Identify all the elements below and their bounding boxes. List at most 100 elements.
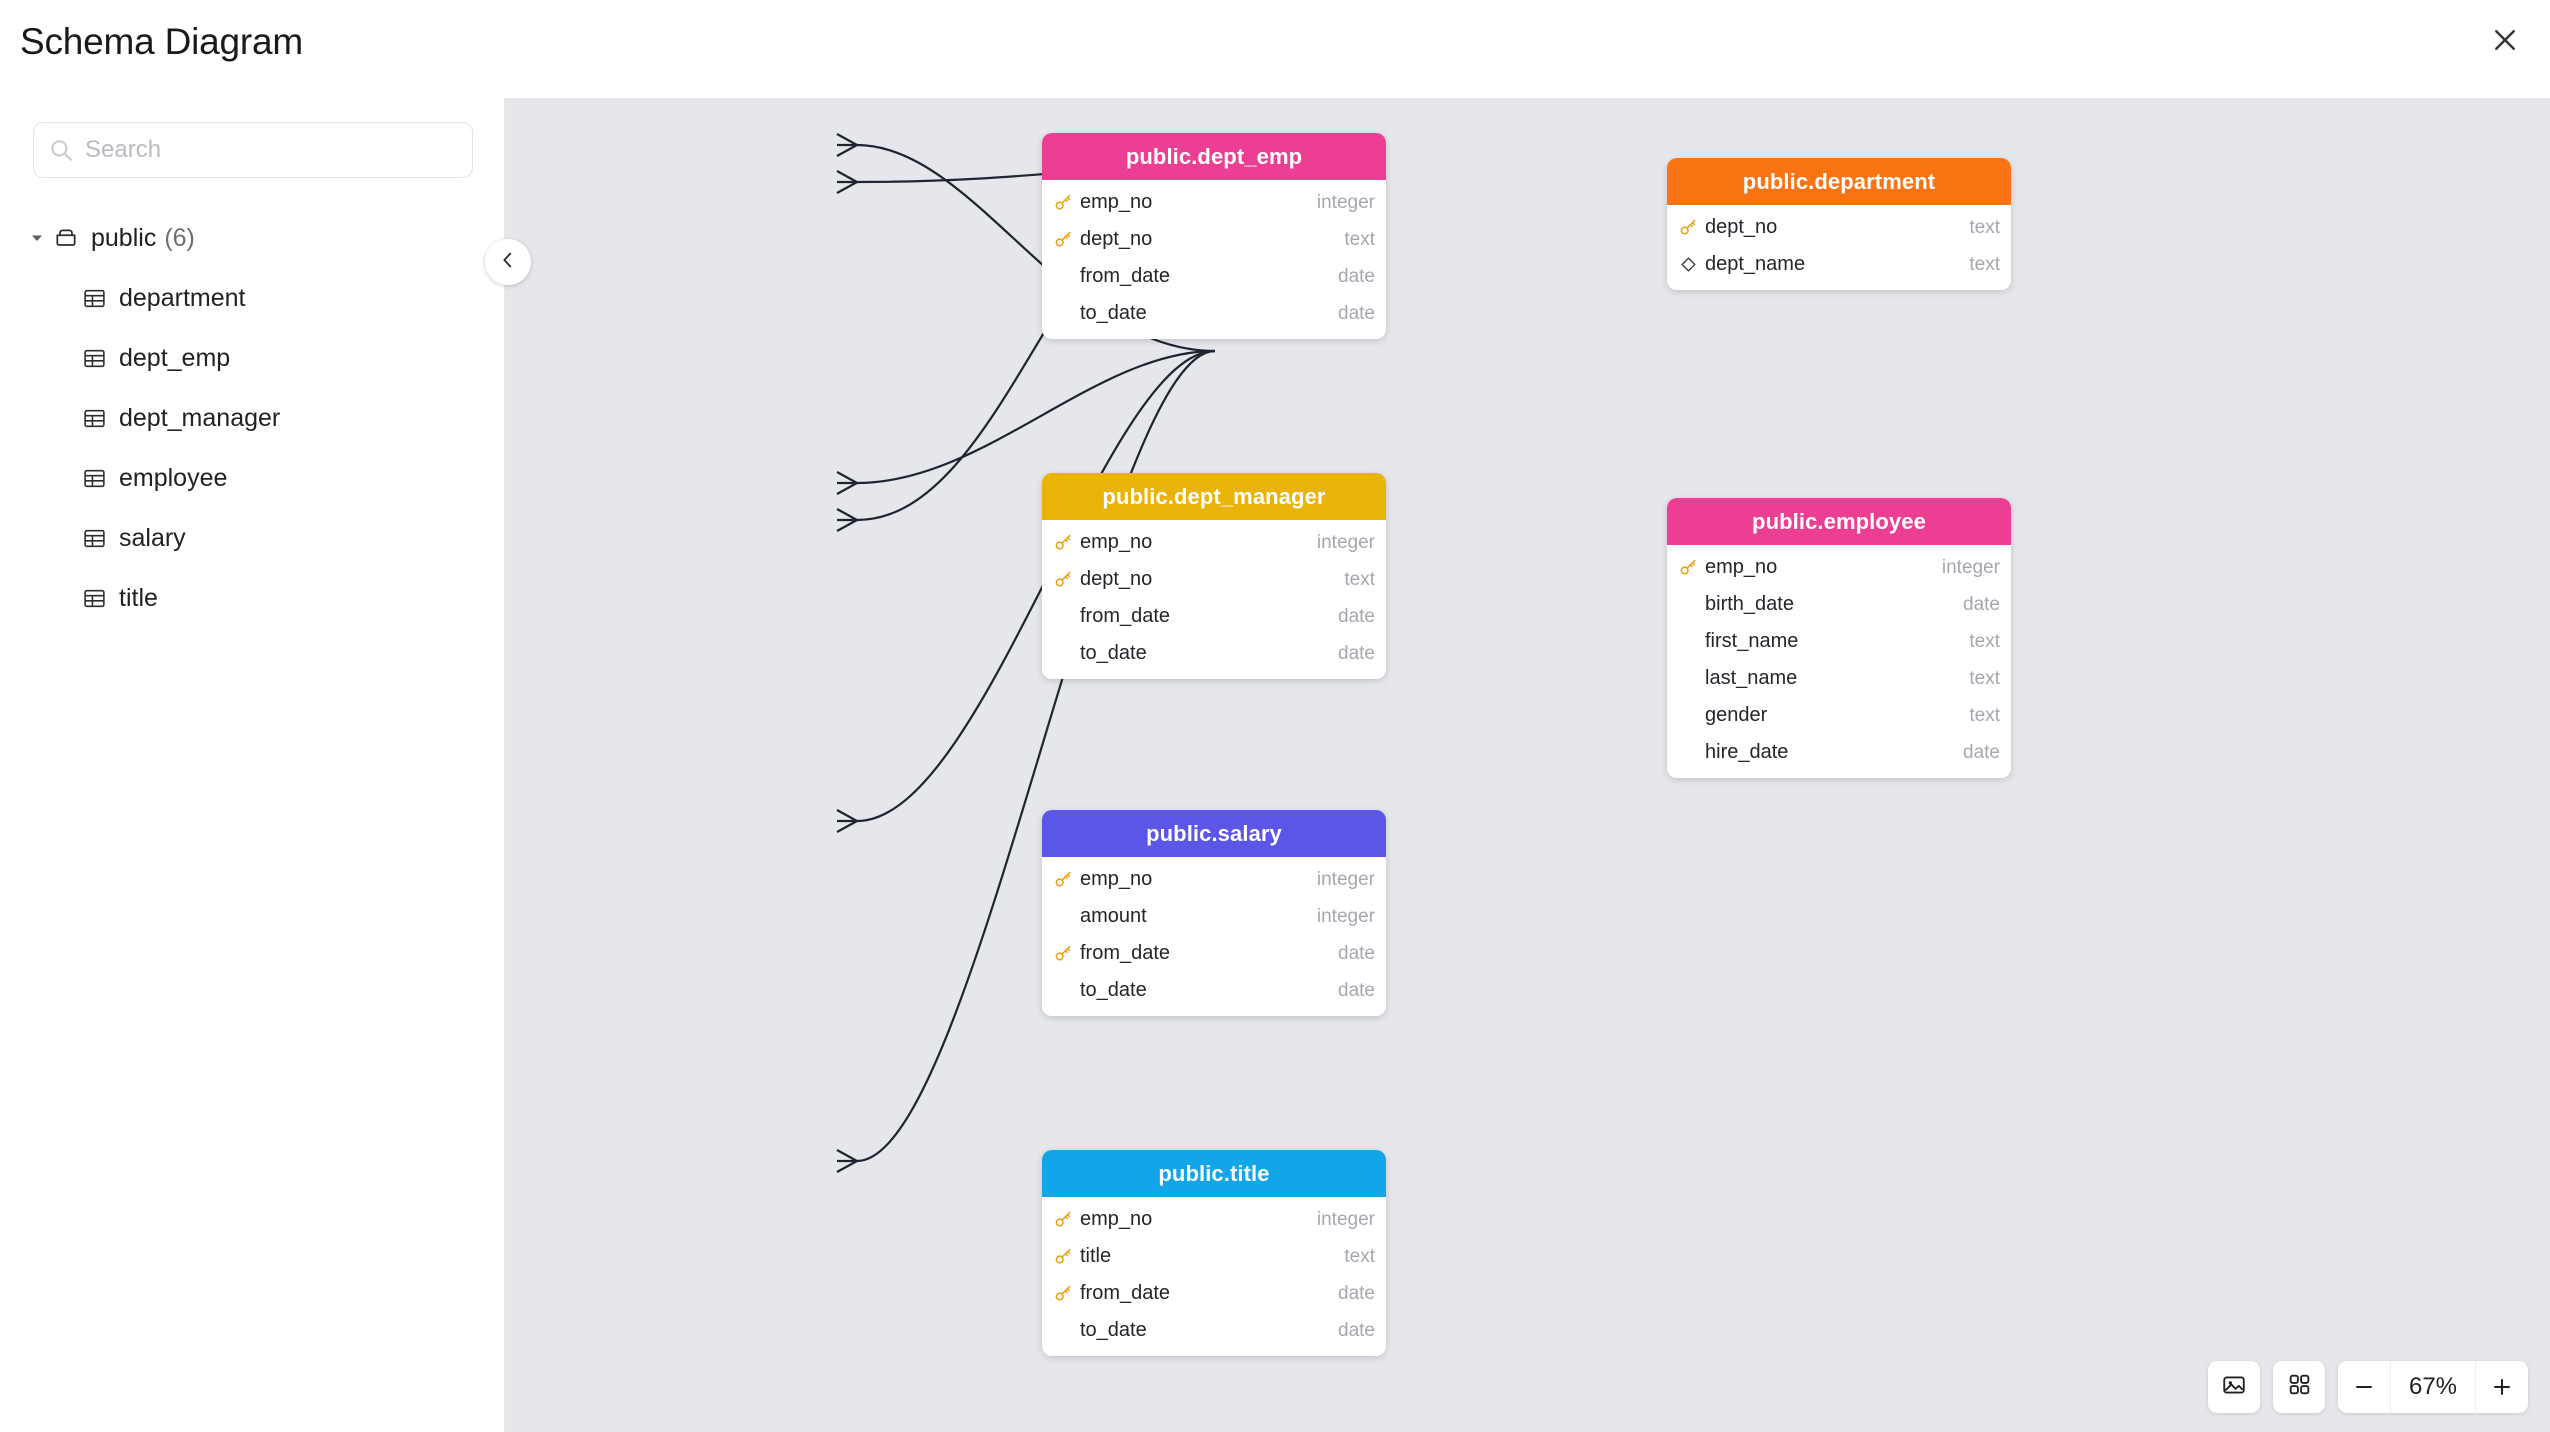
layout-grid-button[interactable] bbox=[2273, 1361, 2325, 1413]
sidebar-item-label: department bbox=[119, 283, 246, 312]
column-name: emp_no bbox=[1080, 1208, 1153, 1230]
key-icon bbox=[1052, 1210, 1074, 1230]
key-icon bbox=[1677, 558, 1699, 578]
column-row[interactable]: from_date date bbox=[1042, 935, 1386, 972]
sidebar-item-department[interactable]: department bbox=[0, 268, 505, 328]
sidebar-item-employee[interactable]: employee bbox=[0, 448, 505, 508]
sidebar-item-dept_manager[interactable]: dept_manager bbox=[0, 388, 505, 448]
table-node-header[interactable]: public.dept_emp bbox=[1042, 133, 1386, 180]
table-node-header[interactable]: public.employee bbox=[1667, 498, 2011, 545]
zoom-out-button[interactable] bbox=[2338, 1361, 2390, 1413]
table-node-header[interactable]: public.salary bbox=[1042, 810, 1386, 857]
column-name: dept_no bbox=[1080, 568, 1153, 590]
key-icon bbox=[1052, 1284, 1074, 1304]
column-name: gender bbox=[1705, 704, 1768, 726]
column-name: first_name bbox=[1705, 630, 1799, 652]
table-node-header[interactable]: public.department bbox=[1667, 158, 2011, 205]
sidebar-item-label: dept_emp bbox=[119, 343, 231, 372]
column-row[interactable]: to_date date bbox=[1042, 1312, 1386, 1349]
column-type: integer bbox=[1941, 556, 2000, 578]
key-icon bbox=[1052, 193, 1074, 213]
table-node-header[interactable]: public.title bbox=[1042, 1150, 1386, 1197]
column-type: text bbox=[1969, 667, 2000, 689]
column-name: from_date bbox=[1080, 265, 1171, 287]
search-input[interactable] bbox=[85, 136, 458, 164]
crowsfoot-marker bbox=[836, 133, 858, 157]
canvas-toolbar: 67% bbox=[2208, 1361, 2528, 1413]
diamond-icon bbox=[1677, 256, 1699, 273]
close-icon bbox=[2490, 25, 2520, 55]
key-icon bbox=[1052, 870, 1074, 890]
crowsfoot-marker bbox=[836, 508, 858, 532]
table-icon bbox=[80, 524, 108, 552]
column-row[interactable]: amount integer bbox=[1042, 898, 1386, 935]
page-title: Schema Diagram bbox=[20, 21, 304, 62]
sidebar-item-title[interactable]: title bbox=[0, 568, 505, 628]
relationship-edge bbox=[856, 349, 1216, 1163]
column-name: dept_name bbox=[1705, 253, 1806, 275]
key-icon bbox=[1052, 230, 1074, 250]
zoom-level-label[interactable]: 67% bbox=[2390, 1361, 2476, 1413]
column-name: to_date bbox=[1080, 1319, 1147, 1341]
table-icon bbox=[80, 404, 108, 432]
table-node-header[interactable]: public.dept_manager bbox=[1042, 473, 1386, 520]
sidebar-item-dept_emp[interactable]: dept_emp bbox=[0, 328, 505, 388]
sidebar-item-salary[interactable]: salary bbox=[0, 508, 505, 568]
sidebar-collapse-button[interactable] bbox=[485, 239, 531, 285]
schema-tree: public (6) department dept_emp dept_manage… bbox=[0, 208, 505, 628]
tree-node-schema-public[interactable]: public (6) bbox=[0, 208, 505, 268]
crowsfoot-marker bbox=[836, 170, 858, 194]
close-button[interactable] bbox=[2478, 13, 2532, 67]
export-image-button[interactable] bbox=[2208, 1361, 2260, 1413]
zoom-in-button[interactable] bbox=[2476, 1361, 2528, 1413]
column-type: date bbox=[1963, 741, 2000, 763]
table-icon bbox=[80, 584, 108, 612]
key-icon bbox=[1052, 570, 1074, 590]
column-name: from_date bbox=[1080, 942, 1171, 964]
column-type: date bbox=[1338, 942, 1375, 964]
column-name: from_date bbox=[1080, 605, 1171, 627]
image-icon bbox=[2221, 1372, 2247, 1403]
caret-down-icon[interactable] bbox=[26, 227, 48, 249]
column-type: text bbox=[1344, 1245, 1375, 1267]
column-name: amount bbox=[1080, 905, 1147, 927]
zoom-controls: 67% bbox=[2338, 1361, 2528, 1413]
column-type: date bbox=[1338, 1319, 1375, 1341]
top-bar: Schema Diagram bbox=[0, 0, 2550, 98]
search-box[interactable] bbox=[33, 122, 473, 178]
column-type: integer bbox=[1316, 905, 1375, 927]
key-icon bbox=[1052, 533, 1074, 553]
column-name: to_date bbox=[1080, 302, 1147, 324]
